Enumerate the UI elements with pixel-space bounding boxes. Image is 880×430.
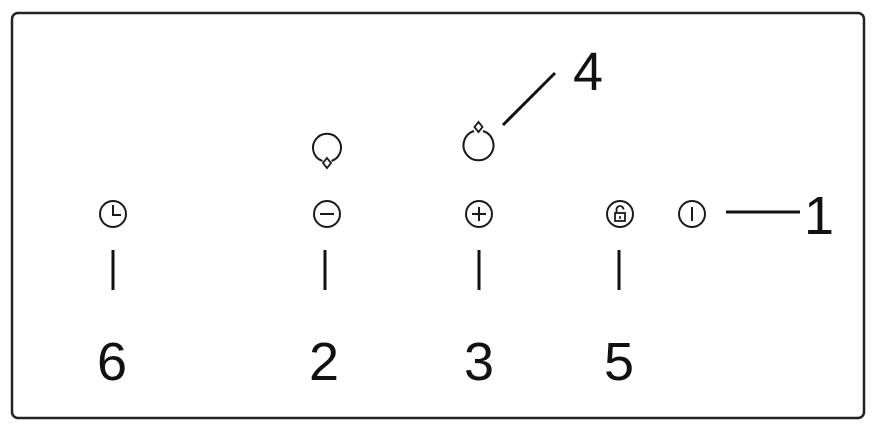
minus-icon	[313, 200, 341, 228]
plus-key[interactable]	[465, 200, 493, 228]
timer-key[interactable]	[99, 200, 127, 228]
power-key[interactable]	[678, 200, 706, 228]
clock-icon	[99, 200, 127, 228]
power-icon	[678, 200, 706, 228]
callout-number-4: 4	[573, 42, 603, 102]
callout-number-6: 6	[97, 332, 127, 392]
callout-number-3: 3	[464, 332, 494, 392]
plus-icon	[465, 200, 493, 228]
callout-number-2: 2	[309, 332, 339, 392]
ring-indicator-icon	[462, 120, 495, 162]
lock-key[interactable]	[606, 200, 634, 228]
callout-number-5: 5	[604, 332, 634, 392]
lock-icon	[606, 200, 634, 228]
leader-line-4	[501, 71, 557, 127]
panel-frame	[10, 11, 866, 420]
minus-key[interactable]	[313, 200, 341, 228]
callout-number-1: 1	[804, 186, 834, 246]
ring-indicator-minus-icon	[312, 132, 342, 170]
